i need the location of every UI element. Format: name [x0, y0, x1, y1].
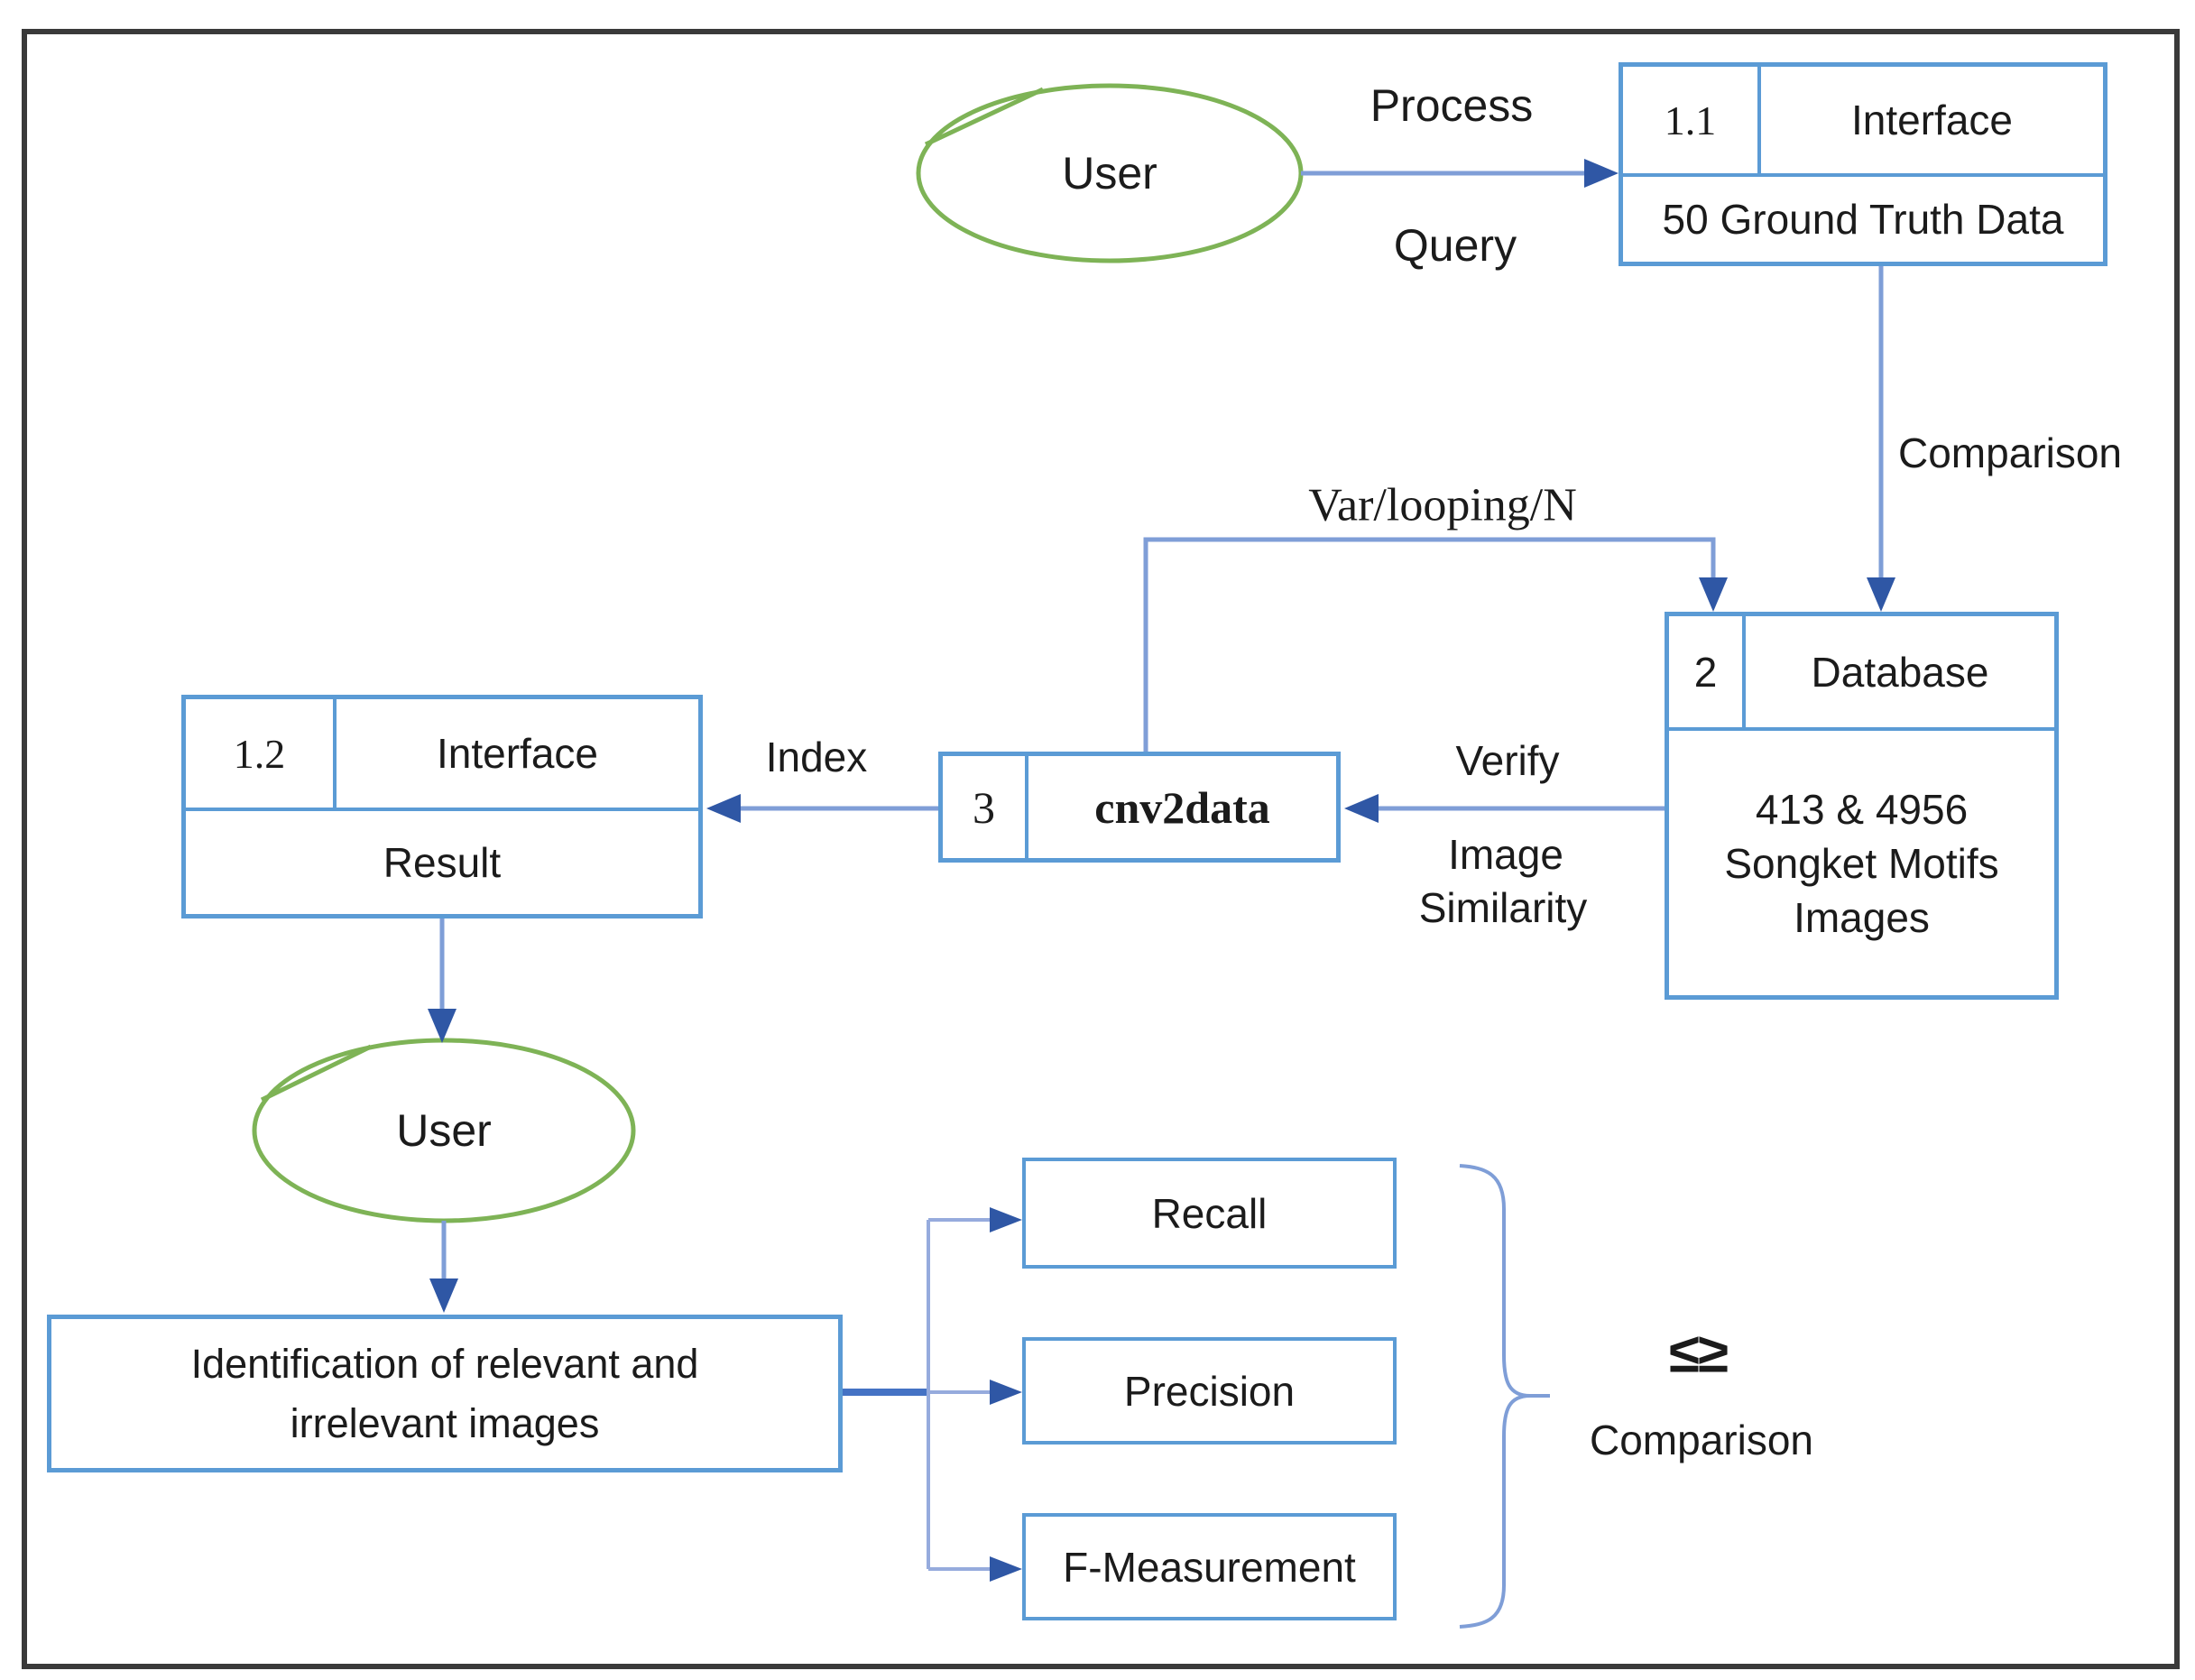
process-box-header: 1.1 Interface: [1623, 67, 2103, 177]
comparison-note-label: Comparison: [1590, 1417, 1813, 1463]
process-box-header: 3 cnv2data: [943, 756, 1336, 858]
user-top-ellipse-chord: [924, 87, 1045, 147]
flow-label-index: Index: [765, 734, 868, 780]
metric-label: Recall: [1151, 1189, 1268, 1237]
process-title: cnv2data: [1094, 781, 1270, 833]
metric-box-fmeasurement: F-Measurement: [1022, 1513, 1397, 1620]
flow-loop-var-looping: [1143, 537, 1716, 752]
process-title: Interface: [1851, 97, 2013, 143]
process-body: 50 Ground Truth Data: [1662, 196, 2064, 243]
process-number: 1.2: [186, 699, 337, 808]
lte-gte-symbol: ≤≥: [1668, 1322, 1729, 1385]
database-body-line: Images: [1794, 893, 1930, 941]
arrowhead-user-to-identification: [429, 1278, 458, 1313]
arrowhead-cnv2data-to-interface-result: [706, 794, 741, 823]
arrowhead-branch-to-precision: [990, 1380, 1022, 1405]
metrics-brace: [1459, 1164, 1531, 1629]
flow-label-var-looping: Var/looping/N: [1308, 479, 1577, 531]
process-box-header: 1.2 Interface: [186, 699, 698, 811]
identification-box: Identification of relevant and irrelevan…: [47, 1315, 843, 1472]
user-bottom-ellipse-chord: [260, 1044, 373, 1103]
user-top-label: User: [1062, 148, 1157, 198]
process-title: Interface: [437, 730, 598, 777]
flow-label-comparison: Comparison: [1898, 429, 2122, 476]
diagram-outer-border: [22, 29, 2180, 1669]
arrowhead-user-to-interface: [1584, 159, 1619, 188]
flow-label-verify: Verify: [1455, 737, 1560, 784]
metric-box-recall: Recall: [1022, 1158, 1397, 1269]
flow-label-query: Query: [1393, 220, 1517, 271]
process-number: 2: [1669, 616, 1746, 727]
process-box-header: 2 Database: [1669, 616, 2054, 731]
arrowhead-branch-to-fmeasurement: [990, 1556, 1022, 1582]
metric-label: F-Measurement: [1063, 1543, 1356, 1591]
process-body: Result: [383, 839, 502, 886]
flow-label-similarity: Similarity: [1418, 884, 1588, 931]
process-number: 1.1: [1623, 67, 1761, 173]
arrowhead-interface-to-database: [1867, 577, 1895, 612]
identification-line-2: irrelevant images: [290, 1399, 600, 1446]
identification-line-1: Identification of relevant and: [190, 1340, 699, 1387]
process-number: 3: [943, 756, 1028, 858]
database-body-line: Songket Motifs: [1724, 839, 1999, 887]
metric-label: Precision: [1123, 1367, 1296, 1415]
arrowhead-branch-to-recall: [990, 1207, 1022, 1232]
process-box-cnv2data: 3 cnv2data: [938, 752, 1341, 863]
metric-box-precision: Precision: [1022, 1337, 1397, 1445]
arrowhead-database-to-cnv2data: [1344, 794, 1379, 823]
user-bottom-label: User: [396, 1105, 492, 1156]
process-box-interface-top: 1.1 Interface 50 Ground Truth Data: [1619, 62, 2107, 266]
arrowhead-loop-to-database: [1699, 577, 1728, 612]
process-body: 413 & 4956 Songket Motifs Images: [1669, 731, 2054, 995]
arrowhead-result-to-user: [428, 1009, 457, 1043]
flow-label-process: Process: [1370, 80, 1534, 131]
process-box-interface-result: 1.2 Interface Result: [181, 695, 703, 918]
flow-label-image: Image: [1448, 831, 1563, 878]
process-title: Database: [1811, 648, 1989, 696]
database-body-line: 413 & 4956: [1755, 785, 1969, 833]
process-box-database: 2 Database 413 & 4956 Songket Motifs Ima…: [1665, 612, 2059, 1000]
